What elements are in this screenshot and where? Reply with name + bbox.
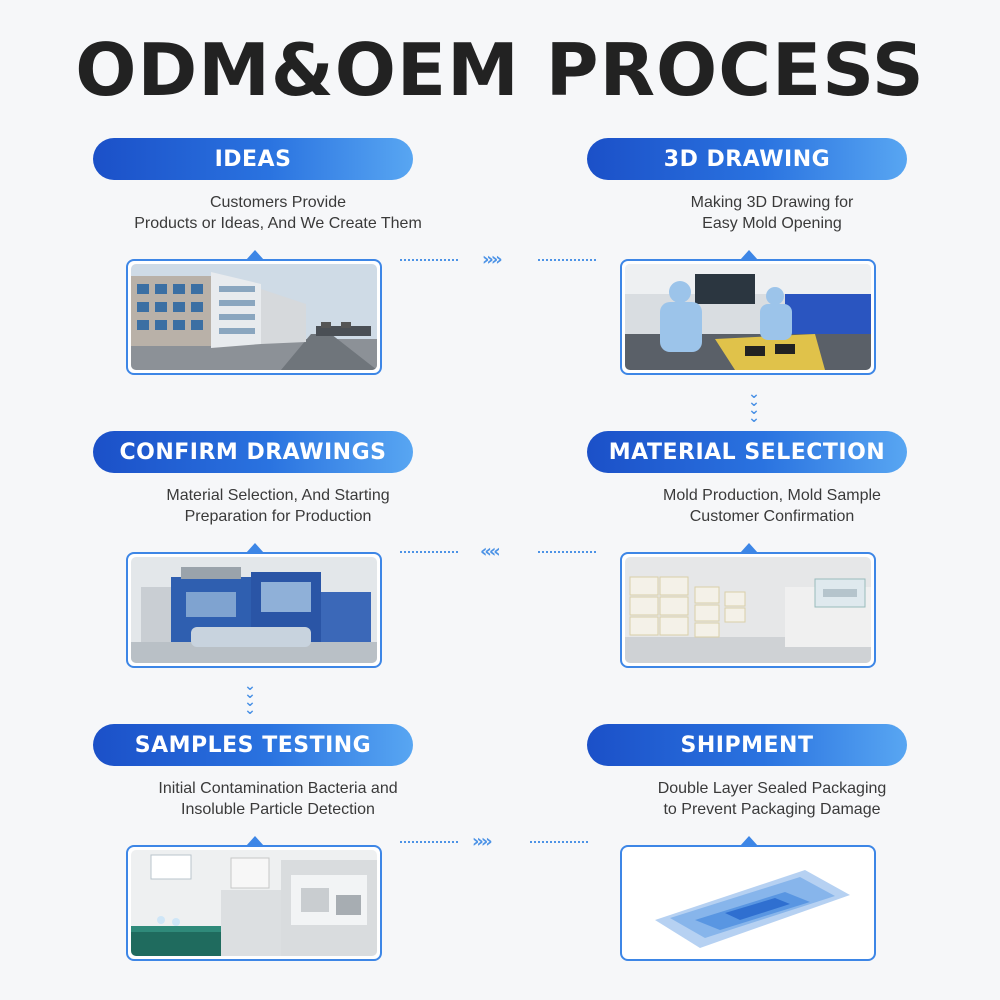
step-3d-drawing: 3D DRAWING Making 3D Drawing for Easy Mo… — [587, 138, 932, 375]
chevron-right-icon: ›››› — [482, 249, 503, 270]
chevron-right-icon: ›››› — [472, 831, 493, 852]
page-title: ODM&OEM PROCESS — [75, 28, 925, 112]
warehouse-photo — [620, 543, 876, 668]
connector-line — [538, 551, 596, 553]
step-material-selection: MATERIAL SELECTION Mold Production, Mold… — [587, 431, 932, 668]
chevron-left-icon: ‹‹‹‹ — [480, 541, 501, 562]
factory-building-photo — [126, 250, 382, 375]
step-shipment: SHIPMENT Double Layer Sealed Packaging t… — [587, 724, 932, 961]
lab-testing-photo — [126, 836, 382, 961]
connector-line — [530, 841, 588, 843]
step-description: Material Selection, And Starting Prepara… — [166, 487, 390, 525]
step-label: 3D DRAWING — [587, 138, 907, 180]
step-label: MATERIAL SELECTION — [587, 431, 907, 473]
step-description: Mold Production, Mold Sample Customer Co… — [663, 487, 881, 525]
cleanroom-workers-photo — [620, 250, 876, 375]
connector-line — [400, 841, 458, 843]
step-label: SAMPLES TESTING — [93, 724, 413, 766]
chevron-down-icon: ⌄⌄⌄⌄ — [748, 386, 760, 426]
production-machinery-photo — [126, 543, 382, 668]
step-description: Initial Contamination Bacteria and Insol… — [158, 780, 398, 818]
step-description: Customers Provide Products or Ideas, And… — [134, 194, 422, 232]
step-label: IDEAS — [93, 138, 413, 180]
step-description: Making 3D Drawing for Easy Mold Opening — [690, 194, 854, 232]
connector-line — [538, 259, 596, 261]
blister-packaging-photo — [620, 836, 876, 961]
connector-line — [400, 551, 458, 553]
connector-line — [400, 259, 458, 261]
step-ideas: IDEAS Customers Provide Products or Idea… — [93, 138, 438, 375]
step-label: SHIPMENT — [587, 724, 907, 766]
step-confirm-drawings: CONFIRM DRAWINGS Material Selection, And… — [93, 431, 438, 668]
step-samples-testing: SAMPLES TESTING Initial Contamination Ba… — [93, 724, 438, 961]
step-description: Double Layer Sealed Packaging to Prevent… — [657, 780, 887, 818]
chevron-down-icon: ⌄⌄⌄⌄ — [244, 678, 256, 718]
step-label: CONFIRM DRAWINGS — [93, 431, 413, 473]
